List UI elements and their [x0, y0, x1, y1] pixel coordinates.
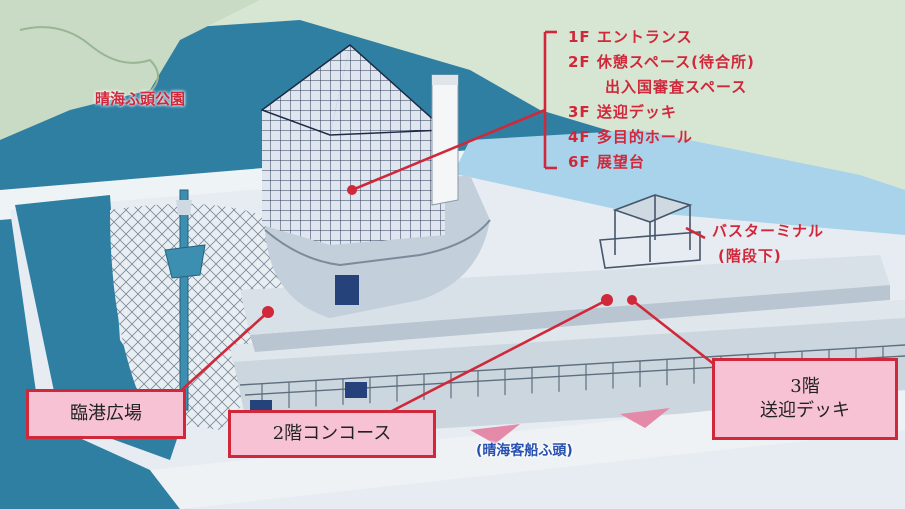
- floor-2f-immigration: 出入国審査スペース: [605, 78, 748, 96]
- bus-terminal-structure: [599, 194, 701, 269]
- tower-face-right: [330, 130, 445, 245]
- bus-terminal-label: バスターミナル: [712, 222, 825, 240]
- plaza-callout-text: 臨港広場: [70, 402, 142, 424]
- floor-6f: 6F 展望台: [568, 153, 645, 171]
- deck-callout: 3階 送迎デッキ: [712, 358, 898, 440]
- pyramid-roof-left: [262, 45, 350, 135]
- concourse-callout: 2階コンコース: [228, 410, 436, 458]
- floor-4f: 4F 多目的ホール: [568, 128, 693, 146]
- floor-2f: 2F 休憩スペース(待合所): [568, 53, 755, 71]
- callout-dots: [262, 185, 637, 318]
- bus-terminal-sublabel: (階段下): [718, 247, 782, 265]
- deck-callout-line2: 送迎デッキ: [760, 400, 850, 421]
- pyramid-roof-right: [330, 45, 445, 135]
- entrance-window: [335, 275, 359, 305]
- park-label: 晴海ふ頭公園: [95, 90, 186, 108]
- deck-callout-line1: 3階: [790, 375, 820, 397]
- floor-1f: 1F エントランス: [568, 28, 693, 46]
- slim-tower: [431, 74, 459, 206]
- callout-lines: [164, 30, 716, 414]
- tower-face-left: [262, 110, 330, 245]
- plaza-callout: 臨港広場: [26, 389, 186, 439]
- pier-label: (晴海客船ふ頭): [476, 443, 573, 459]
- concourse-slab: [240, 255, 890, 335]
- floor-3f: 3F 送迎デッキ: [568, 103, 677, 121]
- concourse-callout-text: 2階コンコース: [272, 422, 392, 444]
- park-land: [0, 0, 905, 200]
